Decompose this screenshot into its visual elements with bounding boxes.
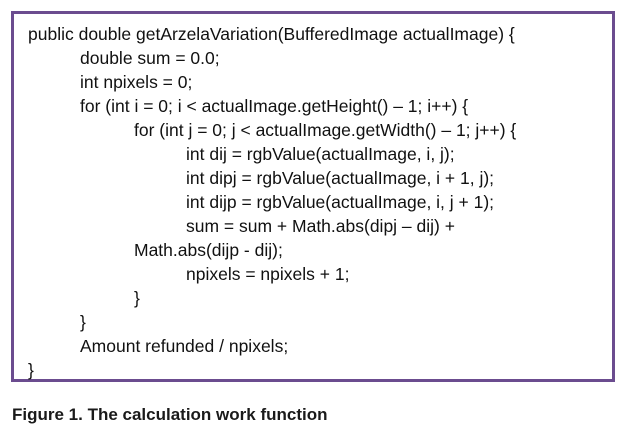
code-line-2: double sum = 0.0; (80, 48, 220, 68)
code-line-12: } (134, 288, 140, 308)
code-line-8: int dijp = rgbValue(actualImage, i, j + … (186, 192, 495, 212)
code-line-1: public double getArzelaVariation(Buffere… (28, 24, 515, 44)
code-line-9: sum = sum + Math.abs(dipj – dij) + (186, 216, 455, 236)
code-line-4: for (int i = 0; i < actualImage.getHeigh… (80, 96, 469, 116)
figure-caption: Figure 1. The calculation work function (12, 405, 328, 424)
code-line-15: } (28, 360, 34, 380)
code-line-11: npixels = npixels + 1; (186, 264, 350, 284)
code-line-7: int dipj = rgbValue(actualImage, i + 1, … (186, 168, 495, 188)
code-line-3: int npixels = 0; (80, 72, 193, 92)
code-line-5: for (int j = 0; j < actualImage.getWidth… (134, 120, 517, 140)
code-listing-box: public double getArzelaVariation(Buffere… (11, 11, 615, 382)
code-line-14: Amount refunded / npixels; (80, 336, 289, 356)
code-line-10: Math.abs(dijp - dij); (134, 240, 283, 260)
code-line-6: int dij = rgbValue(actualImage, i, j); (186, 144, 455, 164)
code-line-13: } (80, 312, 86, 332)
